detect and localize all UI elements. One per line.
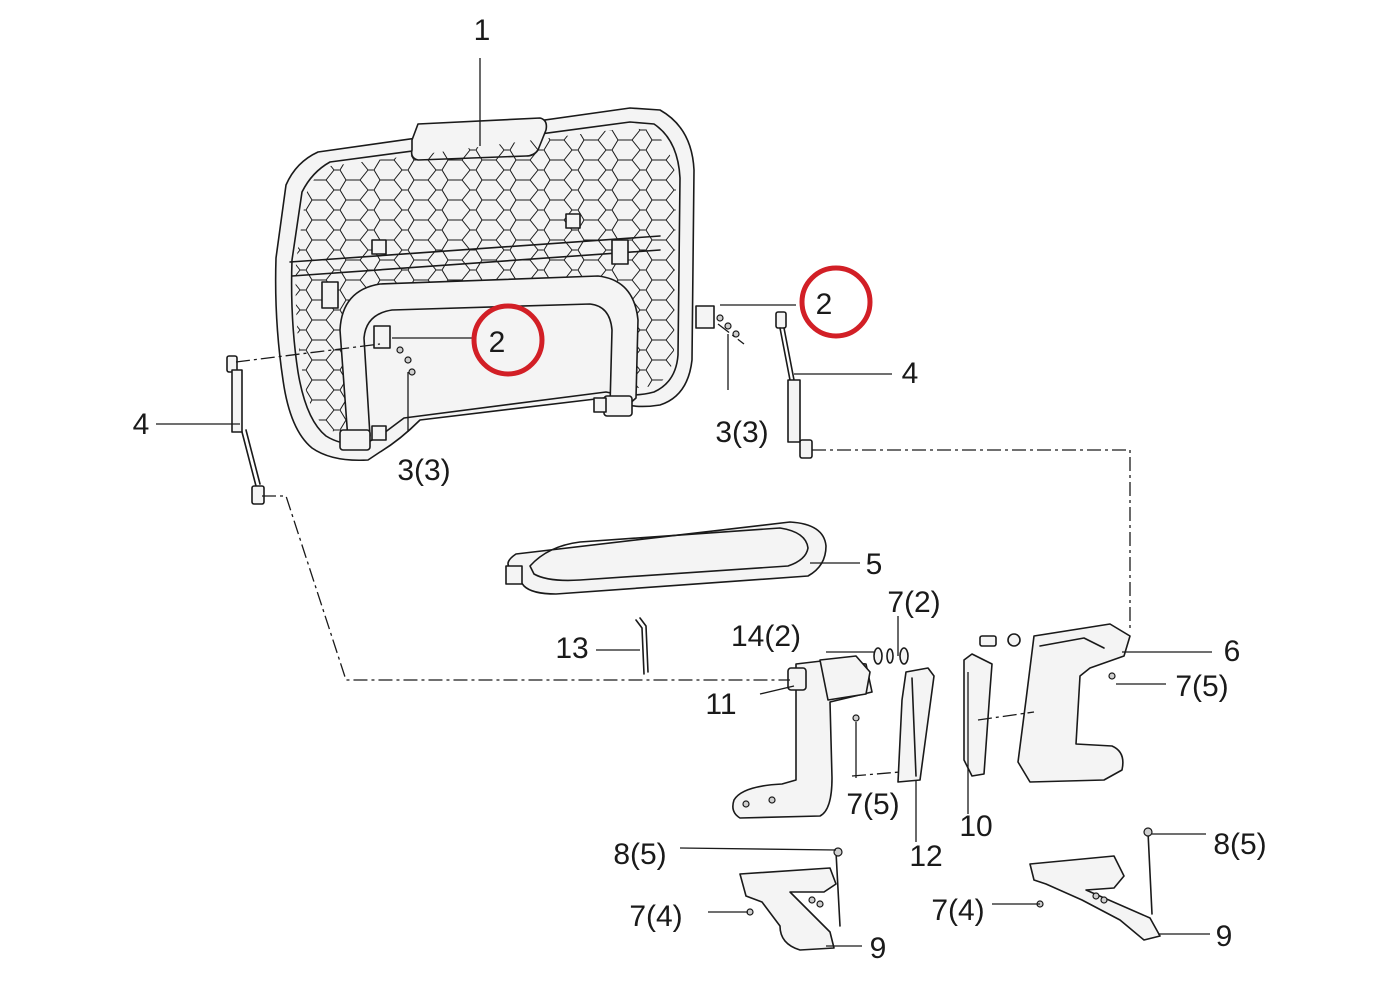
callout-8-5-right: 8(5) — [1213, 828, 1266, 861]
callout-3-left: 3(3) — [397, 454, 450, 487]
part-rod — [635, 617, 649, 675]
callout-7-5-right: 7(5) — [1175, 670, 1228, 703]
callout-9-left: 9 — [870, 932, 887, 965]
assembly-lines — [235, 323, 1131, 777]
part-gas-strut-right — [775, 311, 813, 459]
callout-7-4-right: 7(4) — [931, 894, 984, 927]
part-rail — [897, 667, 935, 783]
callout-3-right: 3(3) — [715, 416, 768, 449]
part-lid-panel — [274, 107, 740, 462]
callout-7-5-left: 7(5) — [846, 788, 899, 821]
callout-4-right: 4 — [902, 357, 919, 390]
part-foot-plate-right — [1029, 827, 1161, 941]
callout-4-left: 4 — [133, 408, 150, 441]
callout-2-right: 2 — [816, 288, 833, 321]
leader-lines — [156, 58, 1212, 947]
part-washers — [852, 647, 1116, 722]
callout-11: 11 — [705, 688, 736, 721]
callout-8-5-left: 8(5) — [613, 838, 666, 871]
part-leg-right — [979, 623, 1131, 783]
part-gas-strut-left — [226, 355, 265, 505]
callout-13: 13 — [555, 632, 588, 665]
callout-2-left: 2 — [489, 326, 506, 359]
callout-12: 12 — [909, 840, 942, 873]
callout-10: 10 — [959, 810, 992, 843]
callout-6: 6 — [1224, 635, 1241, 668]
callout-7-4-left: 7(4) — [629, 900, 682, 933]
highlight-ring-right — [799, 265, 873, 339]
callout-labels: 1 2 2 3(3) 3(3) 4 4 5 6 7(2) 7(5) 7(5) 7… — [133, 14, 1267, 965]
callout-14-2: 14(2) — [731, 620, 801, 653]
part-cushion — [505, 521, 827, 595]
part-cover-strip — [963, 653, 993, 777]
callout-9-right: 9 — [1216, 920, 1233, 953]
callout-5: 5 — [866, 548, 883, 581]
callout-1: 1 — [474, 14, 491, 47]
callout-7-2: 7(2) — [887, 586, 940, 619]
highlight-ring-left — [471, 303, 545, 377]
part-foot-plate-left — [739, 847, 843, 951]
part-leg-left — [732, 655, 873, 819]
